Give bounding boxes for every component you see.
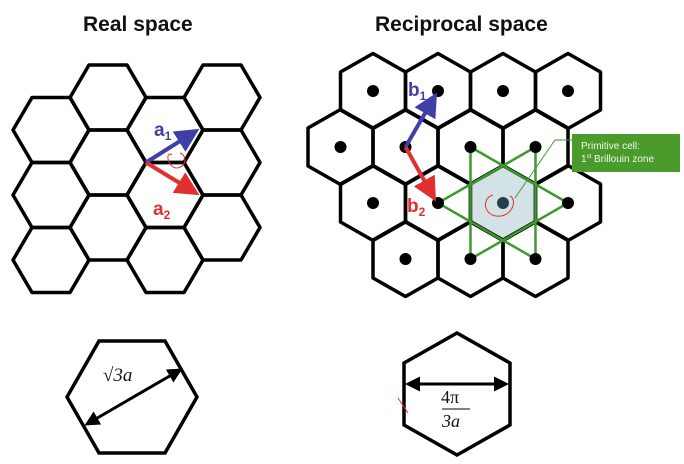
brillouin-construction-star	[435, 144, 571, 262]
callout-line2: 1st Brillouin zone	[581, 153, 680, 166]
reciprocal-space-title: Reciprocal space	[375, 13, 548, 36]
reciprocal-cell-numerator: 4π	[441, 387, 460, 407]
callout-leader	[514, 139, 572, 199]
reciprocal-lattice	[306, 51, 603, 299]
callout-ordinal: 1	[581, 154, 587, 165]
callout-zone-text: Brillouin zone	[591, 154, 655, 165]
a2-vector	[144, 160, 200, 196]
b1-vector	[403, 92, 438, 149]
real-unit-cell	[64, 339, 200, 455]
primitive-cell-callout: Primitive cell: 1st Brillouin zone	[572, 134, 680, 172]
center-annotation	[485, 194, 514, 217]
a1-label: a1	[154, 120, 172, 143]
real-space-lattice	[11, 63, 262, 295]
a2-label: a2	[153, 199, 171, 222]
real-cell-dimension: √3a	[103, 365, 133, 386]
b1-label: b1	[408, 80, 427, 103]
reciprocal-unit-cell	[397, 330, 512, 458]
b2-label: b2	[407, 196, 426, 219]
angle-annotation	[167, 152, 186, 169]
b2-vector	[403, 146, 436, 202]
a1-vector	[144, 128, 200, 165]
callout-ordinal-suffix: st	[586, 154, 592, 160]
callout-line1: Primitive cell:	[581, 141, 640, 152]
real-space-title: Real space	[83, 13, 193, 36]
reciprocal-lattice-points	[334, 85, 574, 265]
reciprocal-cell-denominator: 3a	[442, 411, 460, 431]
